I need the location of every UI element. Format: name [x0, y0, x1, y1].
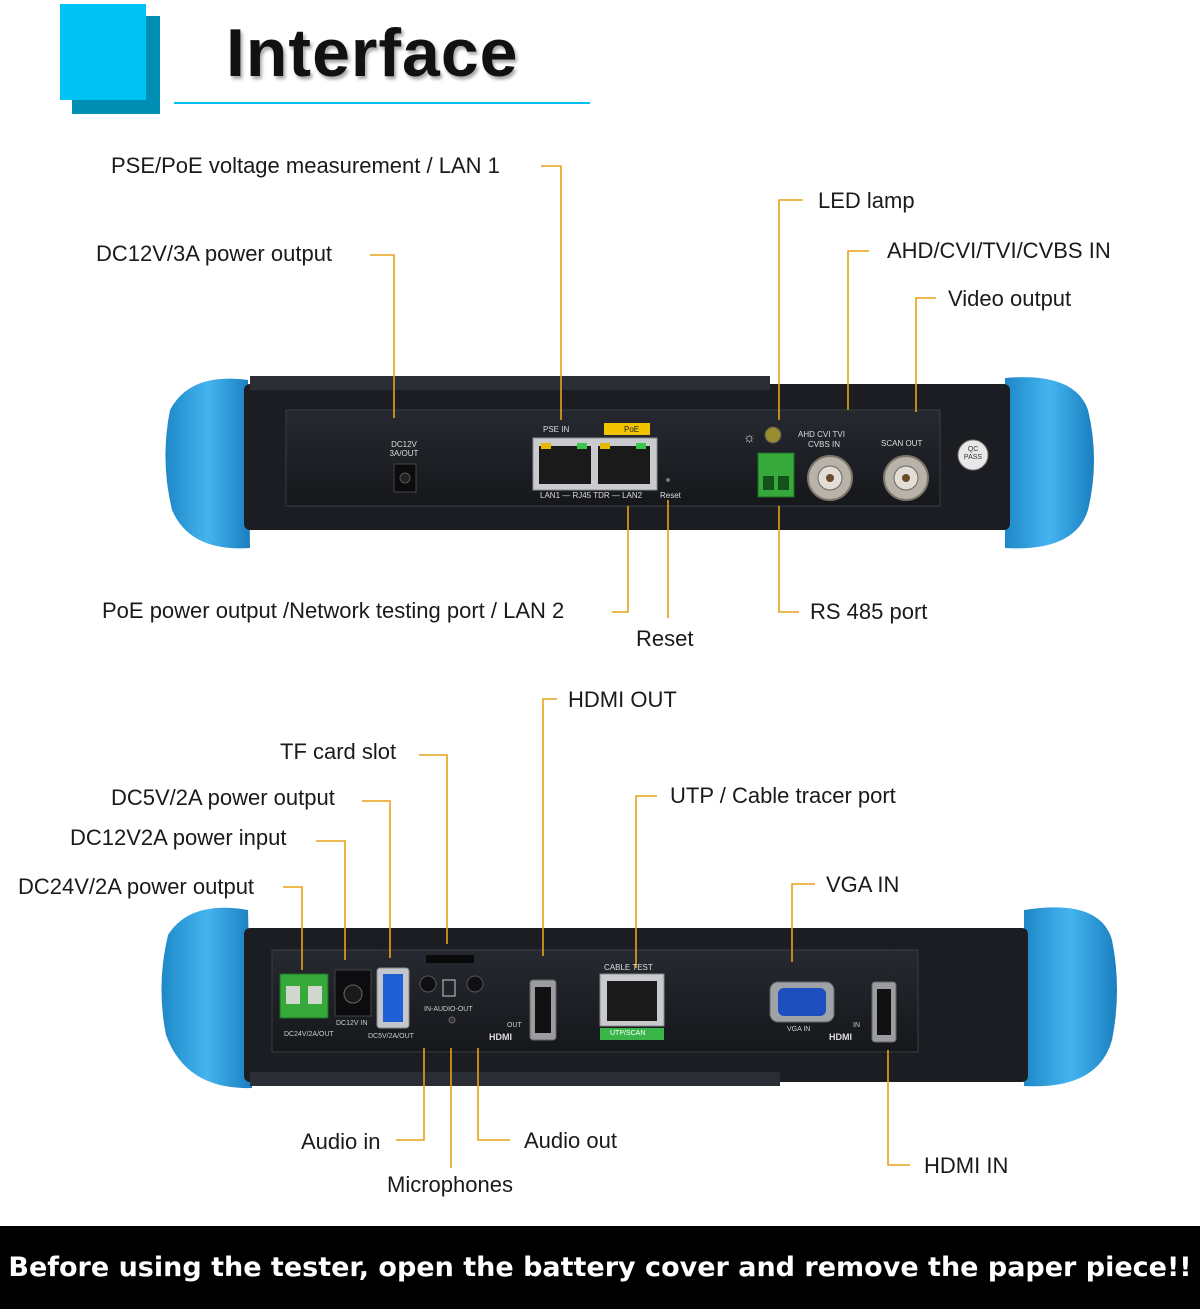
- print-pass: PASS: [963, 454, 983, 461]
- print-reset: Reset: [660, 491, 681, 500]
- audio-out-jack: [466, 975, 484, 993]
- print-lan-row: LAN1 — RJ45 TDR — LAN2: [540, 491, 643, 500]
- print-dc12v-sub: 3A/OUT: [389, 449, 419, 458]
- label-dc12v-input: DC12V2A power input: [70, 825, 287, 850]
- print-dc24v: DC24V/2A/OUT: [284, 1031, 334, 1038]
- rs485-terminal: [757, 452, 795, 498]
- footer-banner: [0, 1226, 1200, 1309]
- print-in: IN: [853, 1022, 860, 1029]
- led-lamp: [764, 426, 782, 444]
- label-vga-in: VGA IN: [826, 872, 900, 897]
- device-bottom: [161, 907, 1117, 1089]
- print-vga-in: VGA IN: [787, 1026, 811, 1033]
- label-hdmi-in: HDMI IN: [924, 1153, 1009, 1178]
- print-dc12v: DC12V: [391, 440, 417, 449]
- label-video-output: Video output: [948, 286, 1072, 311]
- print-poe: PoE: [624, 425, 640, 434]
- interface-diagram: ☼: [161, 165, 1117, 1168]
- print-out: OUT: [507, 1022, 522, 1029]
- label-microphones: Microphones: [387, 1172, 513, 1197]
- print-pse-in: PSE IN: [543, 425, 570, 434]
- print-utp-scan: UTP/SCAN: [610, 1030, 646, 1037]
- print-cable-test: CABLE TEST: [604, 963, 653, 972]
- svg-text:☼: ☼: [743, 429, 756, 445]
- header-accent-square: [60, 4, 146, 100]
- print-hdmi-in: HDMI: [829, 1032, 852, 1042]
- right-bumper-bottom: [1024, 907, 1117, 1087]
- label-hdmi-out: HDMI OUT: [568, 687, 677, 712]
- print-ahd: AHD CVI TVI: [798, 430, 845, 439]
- device-top: ☼: [165, 376, 1094, 549]
- print-dc5v: DC5V/2A/OUT: [368, 1033, 414, 1040]
- print-cvbs: CVBS IN: [808, 440, 841, 449]
- callout-lines: [283, 165, 936, 1168]
- label-pse-lan1: PSE/PoE voltage measurement / LAN 1: [111, 153, 500, 178]
- tf-card-slot: [426, 955, 474, 963]
- print-dc12v-in: DC12V IN: [336, 1020, 368, 1027]
- label-led-lamp: LED lamp: [818, 188, 915, 213]
- label-dc12v-output: DC12V/3A power output: [96, 241, 333, 266]
- print-audio: IN-AUDIO-OUT: [424, 1006, 473, 1013]
- print-qc: QC: [967, 446, 979, 453]
- label-audio-out: Audio out: [524, 1128, 617, 1153]
- microphone-hole: [448, 1016, 456, 1024]
- label-reset: Reset: [636, 626, 694, 651]
- page-title: Interface: [226, 15, 519, 91]
- qc-pass-sticker: [957, 439, 989, 471]
- title-underline: [174, 102, 590, 104]
- right-bumper-top: [1005, 377, 1094, 549]
- label-tf-card: TF card slot: [280, 739, 397, 764]
- label-dc24v-output: DC24V/2A power output: [18, 874, 255, 899]
- label-rs485: RS 485 port: [810, 599, 928, 624]
- audio-in-jack: [419, 975, 437, 993]
- label-poe-lan2: PoE power output /Network testing port /…: [102, 598, 565, 623]
- label-utp: UTP / Cable tracer port: [670, 783, 896, 808]
- label-audio-in: Audio in: [301, 1129, 381, 1154]
- label-dc5v-output: DC5V/2A power output: [111, 785, 335, 810]
- left-bumper-bottom: [161, 907, 252, 1089]
- label-ahd-in: AHD/CVI/TVI/CVBS IN: [887, 238, 1111, 263]
- print-scan-out: SCAN OUT: [881, 439, 923, 448]
- dc12v-in-jack: [334, 969, 372, 1017]
- print-hdmi-out: HDMI: [489, 1032, 512, 1042]
- left-bumper-top: [165, 378, 250, 549]
- poe-badge: [604, 423, 650, 435]
- footer-notice: Before using the tester, open the batter…: [8, 1252, 1192, 1283]
